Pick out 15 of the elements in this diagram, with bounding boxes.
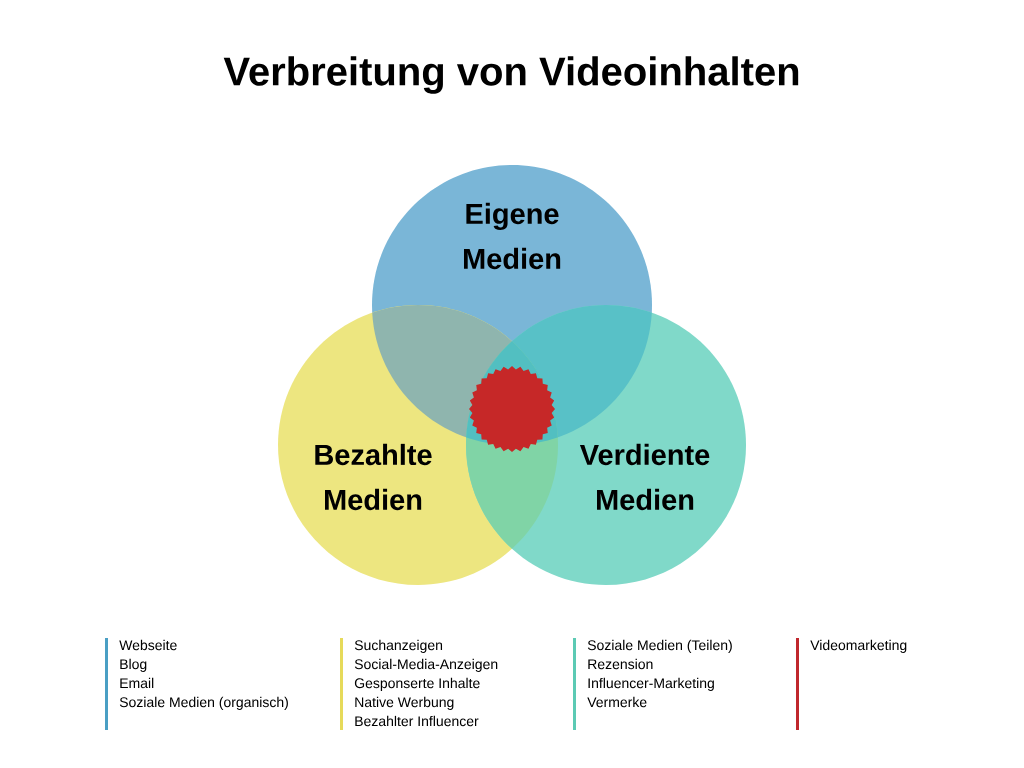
list-item: Soziale Medien (organisch) [119,696,288,710]
list-item: Bezahlter Influencer [355,715,479,727]
list-item: Blog [120,658,147,672]
list-item: Native Werbung [355,696,454,710]
list-item: Social-Media-Anzeigen [354,658,498,672]
title: Verbreitung von Videoinhalten [223,56,799,94]
list-item: Videomarketing [810,639,907,653]
list-item: Webseite [119,639,177,651]
list-item: Soziale Medien (Teilen) [587,639,732,653]
list-item: Gesponserte Inhalte [354,677,480,691]
list-item: Rezension [588,658,653,670]
list-item: Vermerke [587,696,647,708]
list-item: Suchanzeigen [354,639,443,653]
list-item: Influencer-Marketing [588,677,714,691]
list-item: Email [120,677,154,689]
